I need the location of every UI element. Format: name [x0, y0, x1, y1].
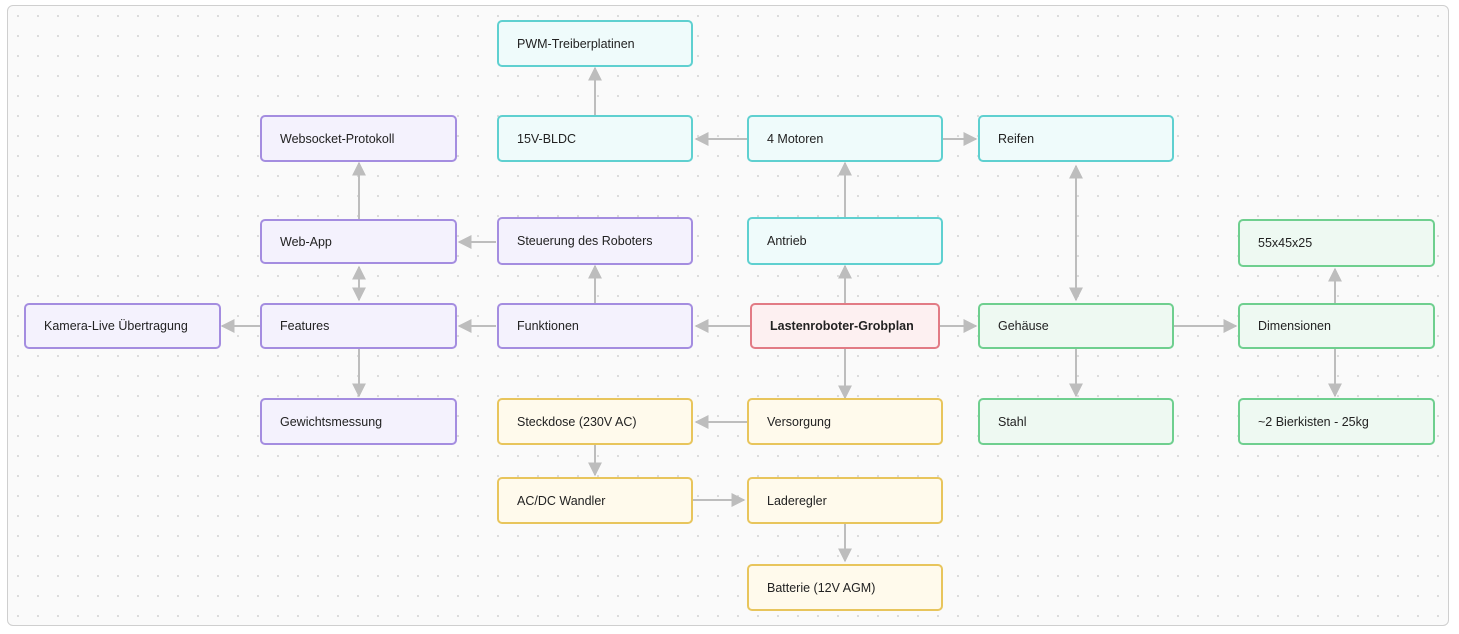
node-label: Gewichtsmessung	[280, 414, 383, 429]
node-reifen[interactable]: Reifen	[978, 115, 1174, 162]
node-label: Dimensionen	[1258, 319, 1331, 333]
node-label: Versorgung	[767, 414, 831, 429]
node-label: Reifen	[998, 131, 1035, 146]
node-antrieb[interactable]: Antrieb	[747, 217, 943, 265]
node-ac-dc-wandler[interactable]: AC/DC Wandler	[497, 477, 693, 524]
node-label: 4 Motoren	[767, 131, 824, 146]
node-steckdose-230v-ac[interactable]: Steckdose (230V AC)	[497, 398, 693, 445]
node-label: Websocket-Protokoll	[280, 131, 395, 146]
node-dimensionen[interactable]: Dimensionen	[1238, 303, 1435, 349]
node-label: Antrieb	[767, 234, 807, 248]
node-label: PWM-Treiberplatinen	[517, 36, 635, 51]
node-gehaeuse[interactable]: Gehäuse	[978, 303, 1174, 349]
node-label: Laderegler	[767, 493, 827, 508]
node-stahl[interactable]: Stahl	[978, 398, 1174, 445]
node-funktionen[interactable]: Funktionen	[497, 303, 693, 349]
node-label: Steuerung des Roboters	[517, 234, 653, 248]
node-15v-bldc[interactable]: 15V-BLDC	[497, 115, 693, 162]
node-4-motoren[interactable]: 4 Motoren	[747, 115, 943, 162]
node-websocket-protokoll[interactable]: Websocket-Protokoll	[260, 115, 457, 162]
node-label: AC/DC Wandler	[517, 493, 606, 508]
node-2-bierkisten-25kg[interactable]: ~2 Bierkisten - 25kg	[1238, 398, 1435, 445]
node-steuerung-des-roboters[interactable]: Steuerung des Roboters	[497, 217, 693, 265]
node-label: Web-App	[280, 234, 332, 249]
node-label: Lastenroboter-Grobplan	[770, 319, 914, 333]
node-pwm-treiberplatinen[interactable]: PWM-Treiberplatinen	[497, 20, 693, 67]
node-label: Features	[280, 319, 330, 333]
node-lastenroboter-grobplan[interactable]: Lastenroboter-Grobplan	[750, 303, 940, 349]
node-label: 15V-BLDC	[517, 131, 577, 146]
node-features[interactable]: Features	[260, 303, 457, 349]
node-label: Gehäuse	[998, 319, 1049, 333]
diagram-canvas: PWM-Treiberplatinen 15V-BLDC 4 Motoren R…	[7, 5, 1449, 626]
node-55x45x25[interactable]: 55x45x25	[1238, 219, 1435, 267]
node-batterie-12v-agm[interactable]: Batterie (12V AGM)	[747, 564, 943, 611]
node-label: Kamera-Live Übertragung	[44, 319, 188, 333]
node-label: Batterie (12V AGM)	[767, 580, 876, 595]
node-versorgung[interactable]: Versorgung	[747, 398, 943, 445]
node-web-app[interactable]: Web-App	[260, 219, 457, 264]
node-gewichtsmessung[interactable]: Gewichtsmessung	[260, 398, 457, 445]
node-label: ~2 Bierkisten - 25kg	[1258, 414, 1369, 429]
node-kamera-live-uebertragung[interactable]: Kamera-Live Übertragung	[24, 303, 221, 349]
node-label: Stahl	[998, 414, 1027, 429]
node-label: Funktionen	[517, 319, 579, 333]
node-laderegler[interactable]: Laderegler	[747, 477, 943, 524]
node-label: 55x45x25	[1258, 236, 1313, 250]
node-label: Steckdose (230V AC)	[517, 414, 637, 429]
edges-layer	[220, 66, 1342, 563]
